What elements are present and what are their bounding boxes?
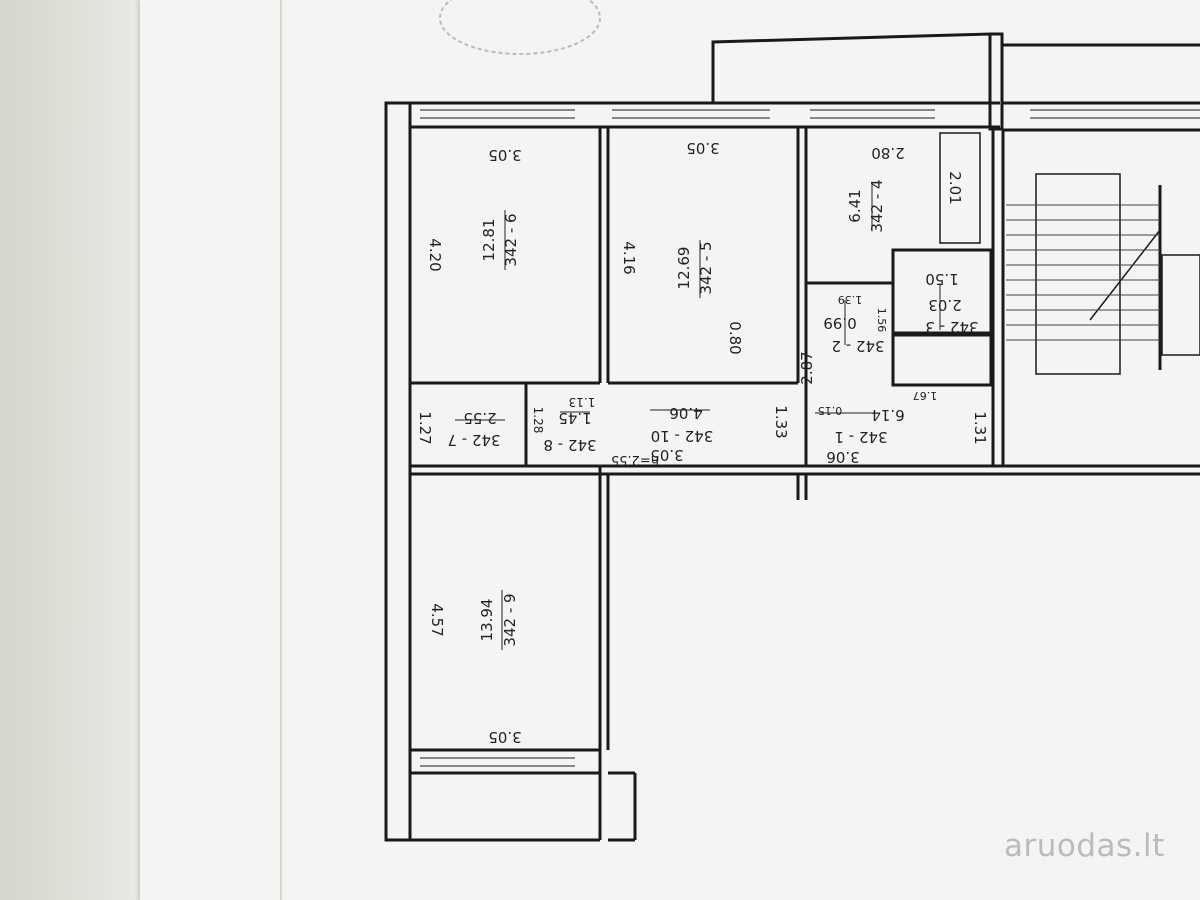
- room-8-area: 1.45: [558, 409, 591, 427]
- room-3-width: 1.50: [925, 270, 958, 288]
- watermark-text: aruodas.lt: [1004, 828, 1165, 864]
- room-1-d2: 1.67: [913, 389, 938, 402]
- room-10-area: 4.06: [669, 404, 702, 422]
- stamp-mark: [439, 0, 601, 55]
- room-7-d1: 1.27: [416, 411, 434, 444]
- room-9-code: 342 - 9: [501, 593, 519, 646]
- room-1-d3: 0.15: [818, 404, 843, 417]
- paper-sheet: [140, 0, 1200, 900]
- room-5-area: 12.69: [675, 247, 693, 290]
- fraction-bars: [455, 182, 941, 650]
- room-10-h: h=2.55: [611, 452, 659, 467]
- room-10-d1: 1.33: [772, 405, 790, 438]
- room-3-code: 342 - 3: [925, 318, 978, 336]
- room-2-code: 342 - 2: [831, 337, 884, 355]
- room-1-width: 3.06: [826, 448, 859, 466]
- room-2-area: 0.99: [823, 314, 856, 332]
- stair-steps: [1006, 204, 1160, 341]
- room-2-d2: 1.56: [875, 308, 888, 333]
- room-3-area: 2.03: [928, 296, 961, 314]
- room-9-height: 4.57: [428, 603, 446, 636]
- room-4-height: 2.01: [946, 171, 964, 204]
- room-6-code: 342 - 6: [502, 213, 520, 266]
- room-7-code: 342 - 7: [447, 431, 500, 449]
- room-8-code: 342 - 8: [543, 436, 596, 454]
- room-5-height: 4.16: [620, 241, 638, 274]
- room-1-code: 342 - 1: [834, 428, 887, 446]
- room-1-area: 6.14: [871, 406, 904, 424]
- walls: [384, 32, 1200, 842]
- background-surface: [0, 0, 150, 900]
- room-8-d1: 1.13: [569, 395, 596, 409]
- room-9-area: 13.94: [478, 599, 496, 642]
- paper-fold-line: [280, 0, 282, 900]
- room-8-d2: 1.28: [531, 407, 545, 434]
- room-4-code: 342 - 4: [868, 179, 886, 232]
- room-6-height: 4.20: [426, 238, 444, 271]
- room-2-d1: 1.39: [838, 293, 863, 306]
- room-5-extra: 0.80: [726, 321, 744, 354]
- room-6-area: 12.81: [480, 219, 498, 262]
- room-4-width: 2.80: [871, 144, 904, 162]
- room-10-width: 3.05: [650, 446, 683, 464]
- room-10-code: 342 - 10: [651, 427, 714, 445]
- room-5-code: 342 - 5: [697, 241, 715, 294]
- room-1-d1: 1.31: [971, 411, 989, 444]
- room-4-area: 6.41: [846, 189, 864, 222]
- room-5-width: 3.05: [686, 139, 719, 157]
- room-6-width: 3.05: [488, 146, 521, 164]
- room-2-d3: 2.87: [798, 351, 816, 384]
- room-7-area: 2.55: [463, 409, 496, 427]
- room-9-width: 3.05: [488, 728, 521, 746]
